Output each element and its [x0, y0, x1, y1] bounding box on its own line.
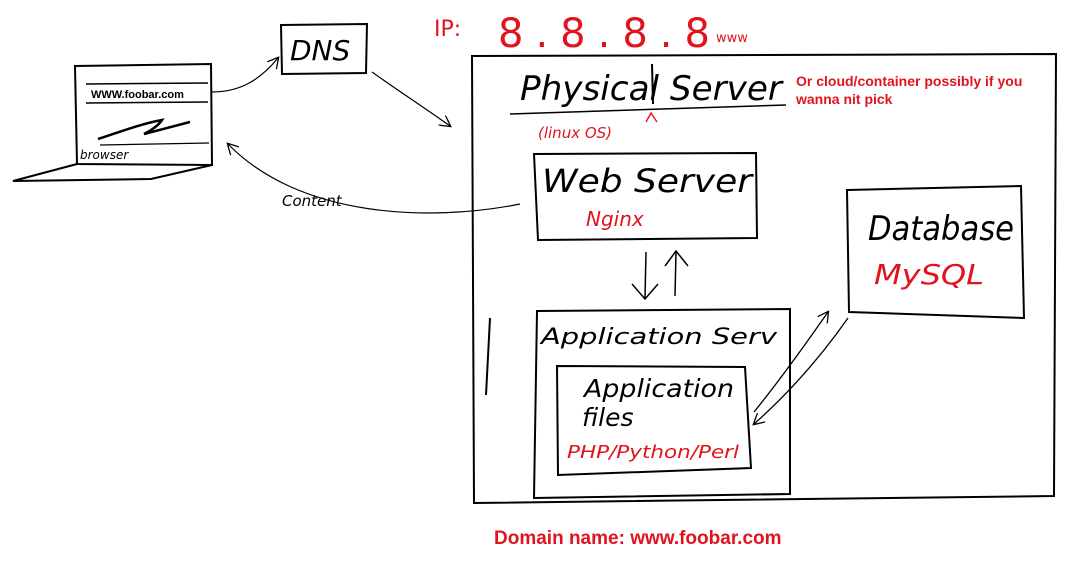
application-files-title: Application: [582, 374, 734, 403]
up-arrow-shaft: [674, 251, 677, 297]
ip-squiggle: www: [716, 31, 748, 46]
ip-prefix: IP:: [434, 17, 461, 42]
web-server-software: Nginx: [586, 207, 644, 231]
domain-name-note: Domain name: www.foobar.com: [494, 528, 782, 549]
content-label: Content: [282, 192, 343, 210]
database-to-files-arrow: [754, 317, 849, 424]
laptop-url-text: WWW.foobar.com: [91, 89, 184, 101]
down-arrow-head: [631, 283, 659, 301]
application-languages: PHP/Python/Perl: [567, 442, 739, 463]
dns-label: DNS: [290, 34, 350, 67]
database-title: Database: [868, 209, 1014, 249]
database-box: [845, 184, 1026, 320]
dns-box: [279, 22, 369, 76]
down-arrow-shaft: [644, 251, 647, 299]
web-server-title: Web Server: [542, 162, 754, 200]
physical-server-box: [470, 52, 1058, 505]
title-underline: [509, 104, 787, 115]
browser-label: browser: [80, 148, 129, 162]
os-caret: [645, 111, 658, 123]
content-return-arrow: [228, 144, 521, 214]
web-server-box: [532, 151, 759, 242]
dns-to-server-arrow: [371, 71, 450, 126]
laptop-to-dns-arrow: [211, 58, 278, 93]
application-server-title: Application Serv: [538, 325, 778, 350]
database-software: MySQL: [874, 258, 984, 291]
files-to-database-arrow: [753, 312, 828, 413]
os-label: (linux OS): [538, 124, 612, 142]
server-box-stroke: [485, 317, 491, 396]
laptop-icon: [12, 62, 214, 182]
application-server-box: [532, 307, 791, 500]
cloud-container-note: Or cloud/container possibly if you wanna…: [796, 73, 1023, 107]
ip-address: 8.8.8.8: [498, 11, 722, 57]
title-stroke: [651, 63, 654, 105]
up-arrow-head: [664, 249, 689, 267]
application-files-subtitle: files: [582, 403, 634, 432]
application-files-box: [555, 364, 753, 477]
